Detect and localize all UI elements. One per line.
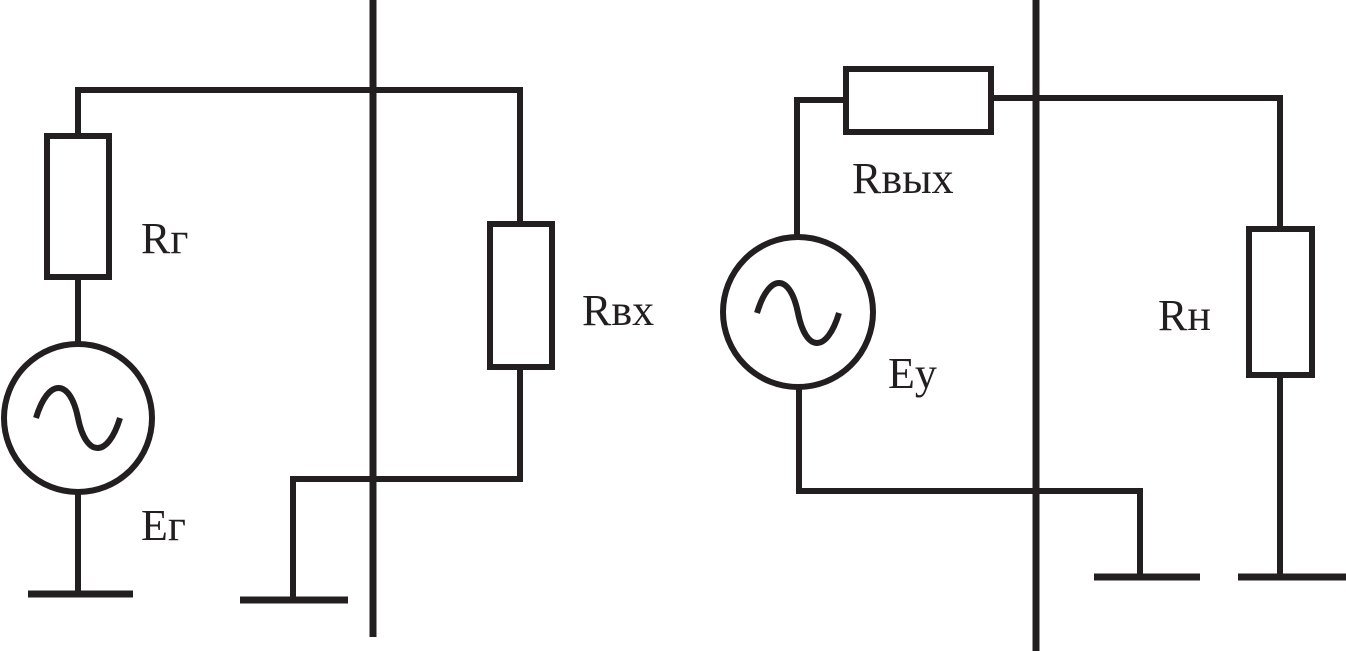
label-rn: Rн bbox=[1158, 291, 1211, 340]
resistor-icon-rg bbox=[44, 133, 112, 280]
resistor-icon-rout bbox=[843, 66, 994, 135]
resistor-icon-rn bbox=[1246, 226, 1315, 378]
ac-source-icon-eg bbox=[1, 341, 155, 495]
label-ey: Eу bbox=[888, 349, 937, 398]
wire-ey-to-rout bbox=[794, 97, 846, 236]
wire-generator-top bbox=[75, 87, 523, 224]
label-rg: Rг bbox=[141, 214, 188, 263]
wire-ey-to-ground bbox=[796, 388, 1143, 577]
wire-rin-to-ground bbox=[290, 367, 523, 600]
generator-circuit: Rг Eг Rвх bbox=[1, 87, 654, 604]
label-rout: Rвых bbox=[852, 154, 954, 203]
amplifier-output-circuit: Rвых Eу Rн bbox=[720, 66, 1346, 581]
wire-rout-to-rn bbox=[991, 95, 1283, 229]
ac-source-icon-ey bbox=[720, 234, 876, 390]
label-rin: Rвх bbox=[582, 286, 654, 335]
label-eg: Eг bbox=[141, 501, 186, 550]
resistor-icon-rin bbox=[487, 221, 555, 370]
